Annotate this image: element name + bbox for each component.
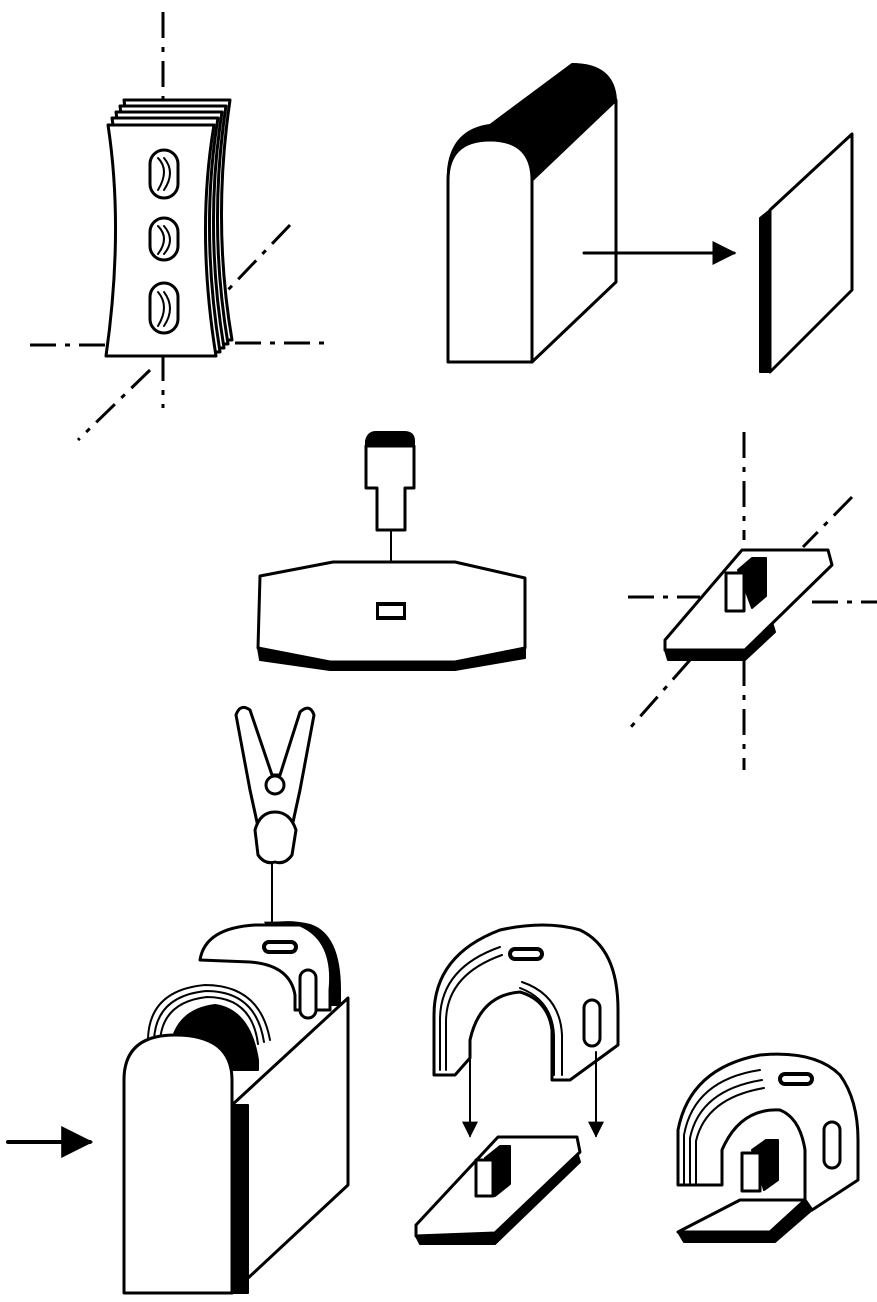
plate-chip-front [724,571,746,613]
assembled-arch-on-base [676,1052,860,1243]
mold-front-face [122,1033,234,1295]
laminated-core-stack [30,12,328,442]
assembly-chip-front [740,1151,762,1193]
half-tunnel-block-with-plate [446,63,854,374]
block-front-face [446,138,534,364]
arch-dropped-onto-base [414,923,620,1245]
clip-jaws [253,810,298,865]
arch-side-slot-2 [582,998,602,1048]
base-chip-front-2 [474,1158,495,1198]
base-plate-on-axes [628,432,877,770]
stack-slots [148,148,180,335]
diagonal-axis-lower [76,368,152,442]
mold-front-edge [231,1104,249,1294]
press-tool [364,444,416,532]
arch-core [432,923,620,1082]
plate-diagonal-axis-lower [628,659,692,729]
plate-chip-top [737,557,767,609]
chip-light [379,606,403,616]
assembly-side-slot [822,1120,842,1170]
clamp-into-tunnel-mold [6,705,350,1295]
diagonal-axis-upper [224,223,292,294]
tool-cap [365,431,415,447]
clip-pivot [264,774,286,796]
mold-with-inserted-chip [256,431,527,671]
plate-diagonal-axis-upper [801,495,854,549]
thin-plate [768,132,854,374]
arch-side-slot [298,968,318,1020]
